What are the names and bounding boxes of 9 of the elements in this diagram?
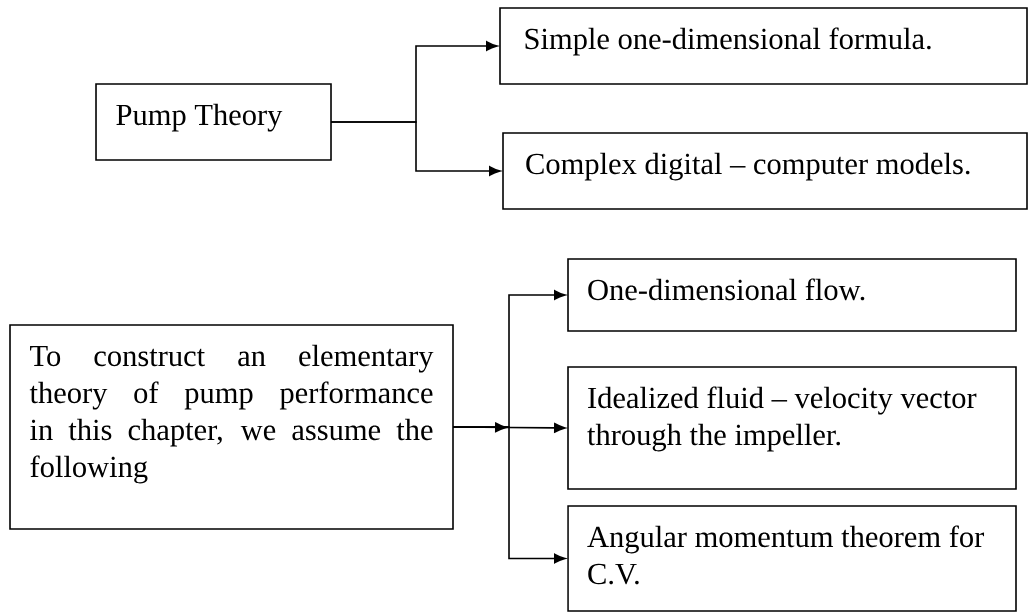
process-box: Pump Theory	[95, 83, 332, 161]
arrow	[330, 121, 501, 176]
process-box: Idealized fluid – velocity vector through the impeller.	[567, 366, 1017, 490]
arrow	[452, 426, 566, 564]
process-box: Simple one-dimensional formula.	[499, 7, 1028, 85]
text-box: To construct an elementary theory of pump performance in this chapter, we assume the following	[9, 324, 454, 530]
process-box: One-dimensional flow.	[567, 258, 1017, 332]
process-box: Angular momentum theorem for C.V.	[567, 505, 1017, 612]
process-box: Complex digital – computer models.	[502, 132, 1028, 210]
